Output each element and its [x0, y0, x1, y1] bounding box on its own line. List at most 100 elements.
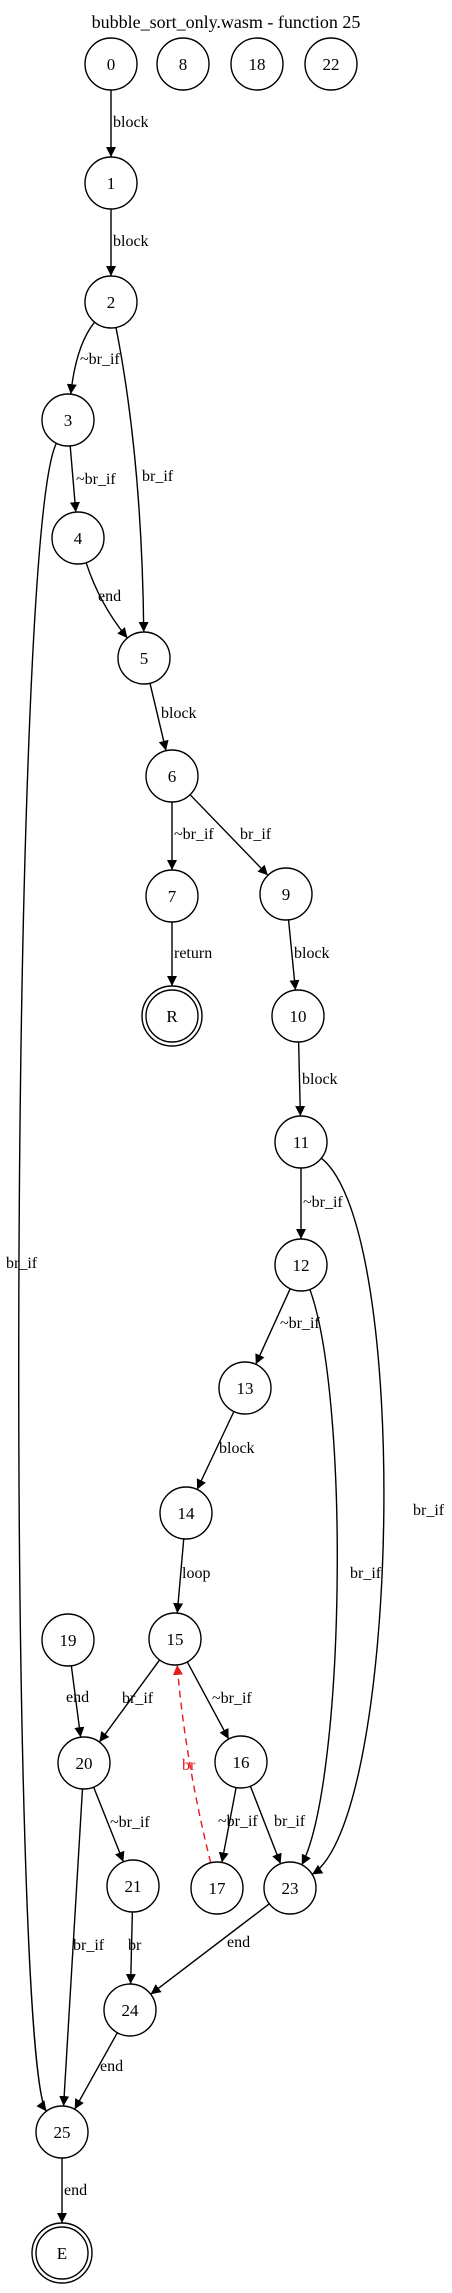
edge-label-15-20: br_if [122, 1690, 154, 1707]
edge-23-24 [150, 1903, 270, 1995]
edge-2-5 [115, 327, 149, 633]
node-circle [214, 1735, 268, 1789]
node-label: 21 [125, 1877, 142, 1896]
node-4: 4 [51, 511, 105, 565]
edge-20-21 [92, 1786, 125, 1863]
edge-17-15 [172, 1664, 212, 1863]
node-5: 5 [117, 631, 171, 685]
node-circle [51, 511, 105, 565]
node-circle [230, 37, 284, 91]
node-label: 11 [293, 1133, 309, 1152]
node-14: 14 [159, 1486, 213, 1540]
node-label: 22 [323, 55, 340, 74]
node-circle [190, 1861, 244, 1915]
node-24: 24 [103, 1983, 157, 2037]
node-circle [145, 869, 199, 923]
edge-label-6-7: ~br_if [174, 826, 214, 843]
node-2: 2 [84, 275, 138, 329]
node-circle [274, 1238, 328, 1292]
edge-label-20-25: br_if [73, 1937, 105, 1954]
node-circle [84, 37, 138, 91]
edge-label-23-24: end [227, 1934, 250, 1951]
node-22: 22 [304, 37, 358, 91]
node-11: 11 [274, 1115, 328, 1169]
node-label: 7 [168, 887, 177, 906]
edge-label-4-5: end [98, 588, 121, 605]
edge-label-5-6: block [161, 705, 197, 722]
edge-24-25 [74, 2032, 118, 2110]
node-20: 20 [57, 1736, 111, 1790]
node-label: 3 [64, 411, 73, 430]
edge-label-1-2: block [113, 233, 149, 250]
edge-label-24-25: end [100, 2058, 123, 2075]
edge-label-9-10: block [294, 945, 330, 962]
edge-15-20 [98, 1659, 161, 1743]
node-label: 13 [237, 1379, 254, 1398]
edge-3-4 [69, 445, 80, 513]
node-23: 23 [263, 1861, 317, 1915]
node-R: R [141, 985, 203, 1047]
node-13: 13 [218, 1361, 272, 1415]
node-label: 15 [167, 1630, 184, 1649]
node-label: R [166, 1007, 178, 1026]
edge-16-17 [218, 1787, 237, 1863]
edge-label-11-12: ~br_if [303, 1194, 343, 1211]
edge-13-14 [196, 1411, 235, 1490]
node-circle [148, 1612, 202, 1666]
node-circle [259, 867, 313, 921]
node-circle [57, 1736, 111, 1790]
node-21: 21 [106, 1859, 160, 1913]
node-circle [145, 749, 199, 803]
node-18: 18 [230, 37, 284, 91]
node-label: 17 [209, 1879, 227, 1898]
edge-12-13 [255, 1288, 291, 1365]
edge-label-17-15: br [182, 1757, 196, 1774]
edge-label-16-17: ~br_if [218, 1813, 258, 1830]
edge-label-0-1: block [113, 114, 149, 131]
node-circle [106, 1859, 160, 1913]
node-label: 2 [107, 293, 116, 312]
edge-9-10 [287, 919, 300, 991]
edge-label-11-23: br_if [413, 1502, 445, 1519]
node-circle [274, 1115, 328, 1169]
edge-11-23 [311, 1157, 385, 1875]
node-circle [35, 2105, 89, 2159]
edge-15-16 [186, 1661, 230, 1740]
edge-20-25 [59, 1788, 84, 2107]
node-circle [263, 1861, 317, 1915]
node-label: 5 [140, 649, 149, 668]
node-circle [156, 37, 210, 91]
edge-label-7-R: return [174, 945, 212, 962]
node-7: 7 [145, 869, 199, 923]
edge-label-25-E: end [64, 2182, 87, 2199]
node-label: 4 [74, 529, 83, 548]
node-label: 1 [107, 174, 116, 193]
edge-label-12-23: br_if [350, 1565, 382, 1582]
node-circle [304, 37, 358, 91]
node-label: 6 [168, 767, 177, 786]
node-label: 25 [54, 2123, 71, 2142]
node-16: 16 [214, 1735, 268, 1789]
edge-19-20 [70, 1665, 85, 1738]
node-label: 0 [107, 55, 116, 74]
node-12: 12 [274, 1238, 328, 1292]
node-circle [103, 1983, 157, 2037]
edge-4-5 [85, 562, 128, 639]
node-circle [218, 1361, 272, 1415]
edge-label-15-16: ~br_if [212, 1690, 252, 1707]
edge-label-16-23: br_if [274, 1813, 306, 1830]
node-6: 6 [145, 749, 199, 803]
node-circle [41, 393, 95, 447]
node-0: 0 [84, 37, 138, 91]
node-outer-ring [31, 2222, 93, 2284]
node-label: 16 [233, 1753, 250, 1772]
node-label: 14 [178, 1504, 196, 1523]
edge-2-3 [66, 321, 96, 395]
node-3: 3 [41, 393, 95, 447]
edge-label-3-4: ~br_if [76, 471, 116, 488]
edge-14-15 [173, 1538, 185, 1614]
edge-label-21-24: br [128, 1937, 142, 1954]
node-label: 8 [179, 55, 188, 74]
edges-layer: blockblock~br_ifbr_if~br_ifbr_ifendblock… [6, 90, 445, 2223]
